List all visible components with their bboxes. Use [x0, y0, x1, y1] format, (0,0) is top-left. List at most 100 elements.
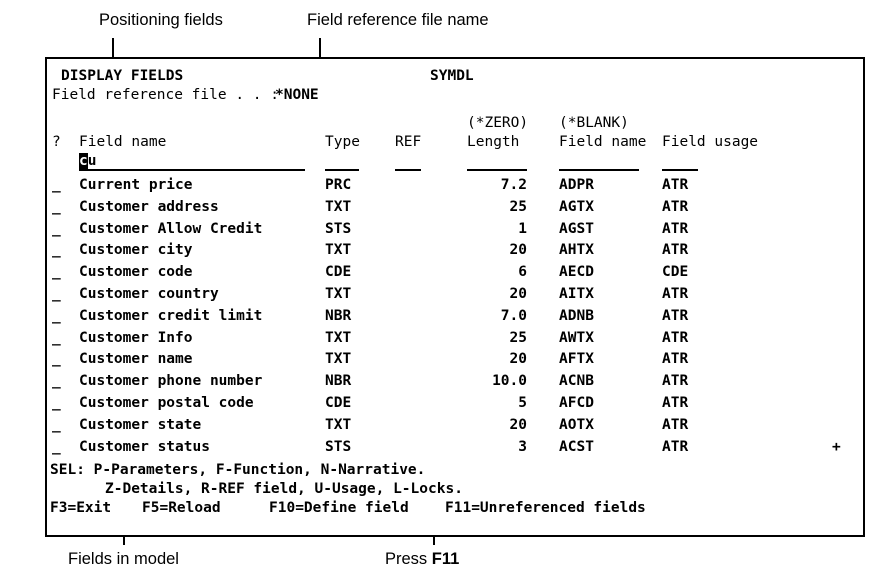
- row-type: TXT: [325, 242, 352, 259]
- row-type: STS: [325, 438, 352, 455]
- rule-field-name: [79, 169, 305, 171]
- rule-type: [325, 169, 359, 171]
- row-type: STS: [325, 220, 352, 237]
- row-select-input[interactable]: _: [52, 329, 61, 346]
- row-usage: ATR: [662, 416, 689, 433]
- sel-help-line-2: Z-Details, R-REF field, U-Usage, L-Locks…: [105, 481, 463, 497]
- row-length: 5: [518, 395, 527, 411]
- row-select-input[interactable]: _: [52, 351, 61, 368]
- column-header-select: ?: [52, 134, 61, 150]
- annotation-positioning-fields: Positioning fields: [99, 11, 223, 29]
- terminal-window: DISPLAY FIELDS SYMDL Field reference fil…: [45, 57, 865, 537]
- fkey-f3-exit[interactable]: F3=Exit: [50, 500, 112, 516]
- row-field-name: Current price: [79, 177, 193, 193]
- row-short-name: AFCD: [559, 395, 594, 411]
- row-short-name: ACST: [559, 438, 594, 455]
- blank-column-header: (*BLANK): [559, 115, 629, 131]
- row-length: 20: [509, 286, 527, 302]
- row-length: 25: [509, 329, 527, 346]
- row-type: TXT: [325, 286, 352, 302]
- row-field-name: Customer country: [79, 286, 219, 302]
- rule-short-name: [559, 169, 639, 171]
- field-reference-label: Field reference file . . :: [52, 87, 279, 103]
- row-short-name: AITX: [559, 286, 594, 302]
- row-type: TXT: [325, 198, 352, 215]
- press-f11-prefix: Press: [385, 550, 432, 568]
- row-field-name: Customer Info: [79, 329, 193, 346]
- row-length: 25: [509, 198, 527, 215]
- row-usage: ATR: [662, 177, 689, 193]
- row-type: CDE: [325, 395, 352, 411]
- row-field-name: Customer name: [79, 351, 193, 368]
- annotation-field-reference-file-name: Field reference file name: [307, 11, 489, 29]
- fkey-f5-reload[interactable]: F5=Reload: [142, 500, 221, 516]
- row-usage: CDE: [662, 264, 689, 281]
- column-header-short-name: Field name: [559, 134, 647, 150]
- row-length: 7.0: [500, 307, 527, 324]
- row-usage: ATR: [662, 329, 689, 346]
- row-type: TXT: [325, 416, 352, 433]
- column-header-field-name: Field name: [79, 134, 167, 150]
- row-type: PRC: [325, 177, 352, 193]
- row-usage: ATR: [662, 373, 689, 390]
- row-short-name: AWTX: [559, 329, 594, 346]
- sel-help-line-1: SEL: P-Parameters, F-Function, N-Narrati…: [50, 462, 426, 478]
- zero-column-header: (*ZERO): [467, 115, 529, 131]
- row-length: 20: [509, 416, 527, 433]
- rule-ref: [395, 169, 421, 171]
- row-short-name: AOTX: [559, 416, 594, 433]
- row-short-name: AECD: [559, 264, 594, 281]
- row-short-name: AFTX: [559, 351, 594, 368]
- row-select-input[interactable]: _: [52, 242, 61, 259]
- terminal-screen: DISPLAY FIELDS SYMDL Field reference fil…: [47, 59, 863, 535]
- row-select-input[interactable]: _: [52, 264, 61, 281]
- model-name: SYMDL: [430, 68, 474, 84]
- screen-title: DISPLAY FIELDS: [61, 68, 184, 84]
- row-field-name: Customer code: [79, 264, 193, 281]
- row-short-name: AGTX: [559, 198, 594, 215]
- row-field-name: Customer address: [79, 198, 219, 215]
- rule-usage: [662, 169, 698, 171]
- row-select-input[interactable]: _: [52, 177, 61, 193]
- column-header-usage: Field usage: [662, 134, 759, 150]
- row-field-name: Customer Allow Credit: [79, 220, 263, 237]
- row-short-name: AGST: [559, 220, 594, 237]
- position-to-rest: u: [87, 153, 97, 169]
- row-short-name: ADNB: [559, 307, 594, 324]
- row-usage: ATR: [662, 242, 689, 259]
- row-select-input[interactable]: _: [52, 220, 61, 237]
- row-length: 6: [518, 264, 527, 281]
- row-type: TXT: [325, 329, 352, 346]
- row-short-name: AHTX: [559, 242, 594, 259]
- row-select-input[interactable]: _: [52, 416, 61, 433]
- row-short-name: ADPR: [559, 177, 594, 193]
- fkey-f11-unreferenced-fields[interactable]: F11=Unreferenced fields: [445, 500, 646, 516]
- row-select-input[interactable]: _: [52, 286, 61, 302]
- row-field-name: Customer postal code: [79, 395, 254, 411]
- row-select-input[interactable]: _: [52, 307, 61, 324]
- row-usage: ATR: [662, 438, 689, 455]
- fkey-f10-define-field[interactable]: F10=Define field: [269, 500, 409, 516]
- field-reference-value[interactable]: *NONE: [275, 87, 319, 103]
- row-select-input[interactable]: _: [52, 198, 61, 215]
- press-f11-key: F11: [431, 550, 460, 568]
- row-type: CDE: [325, 264, 352, 281]
- row-length: 10.0: [492, 373, 527, 390]
- row-type: TXT: [325, 351, 352, 368]
- column-header-length: Length: [467, 134, 520, 150]
- row-more-indicator: +: [832, 438, 841, 455]
- row-usage: ATR: [662, 220, 689, 237]
- row-field-name: Customer phone number: [79, 373, 263, 390]
- row-usage: ATR: [662, 198, 689, 215]
- row-short-name: ACNB: [559, 373, 594, 390]
- rule-length: [467, 169, 527, 171]
- position-to-input[interactable]: cu: [79, 152, 96, 171]
- row-select-input[interactable]: _: [52, 395, 61, 411]
- row-select-input[interactable]: _: [52, 438, 61, 455]
- row-usage: ATR: [662, 351, 689, 368]
- row-type: NBR: [325, 307, 352, 324]
- row-select-input[interactable]: _: [52, 373, 61, 390]
- row-length: 1: [518, 220, 527, 237]
- row-field-name: Customer status: [79, 438, 210, 455]
